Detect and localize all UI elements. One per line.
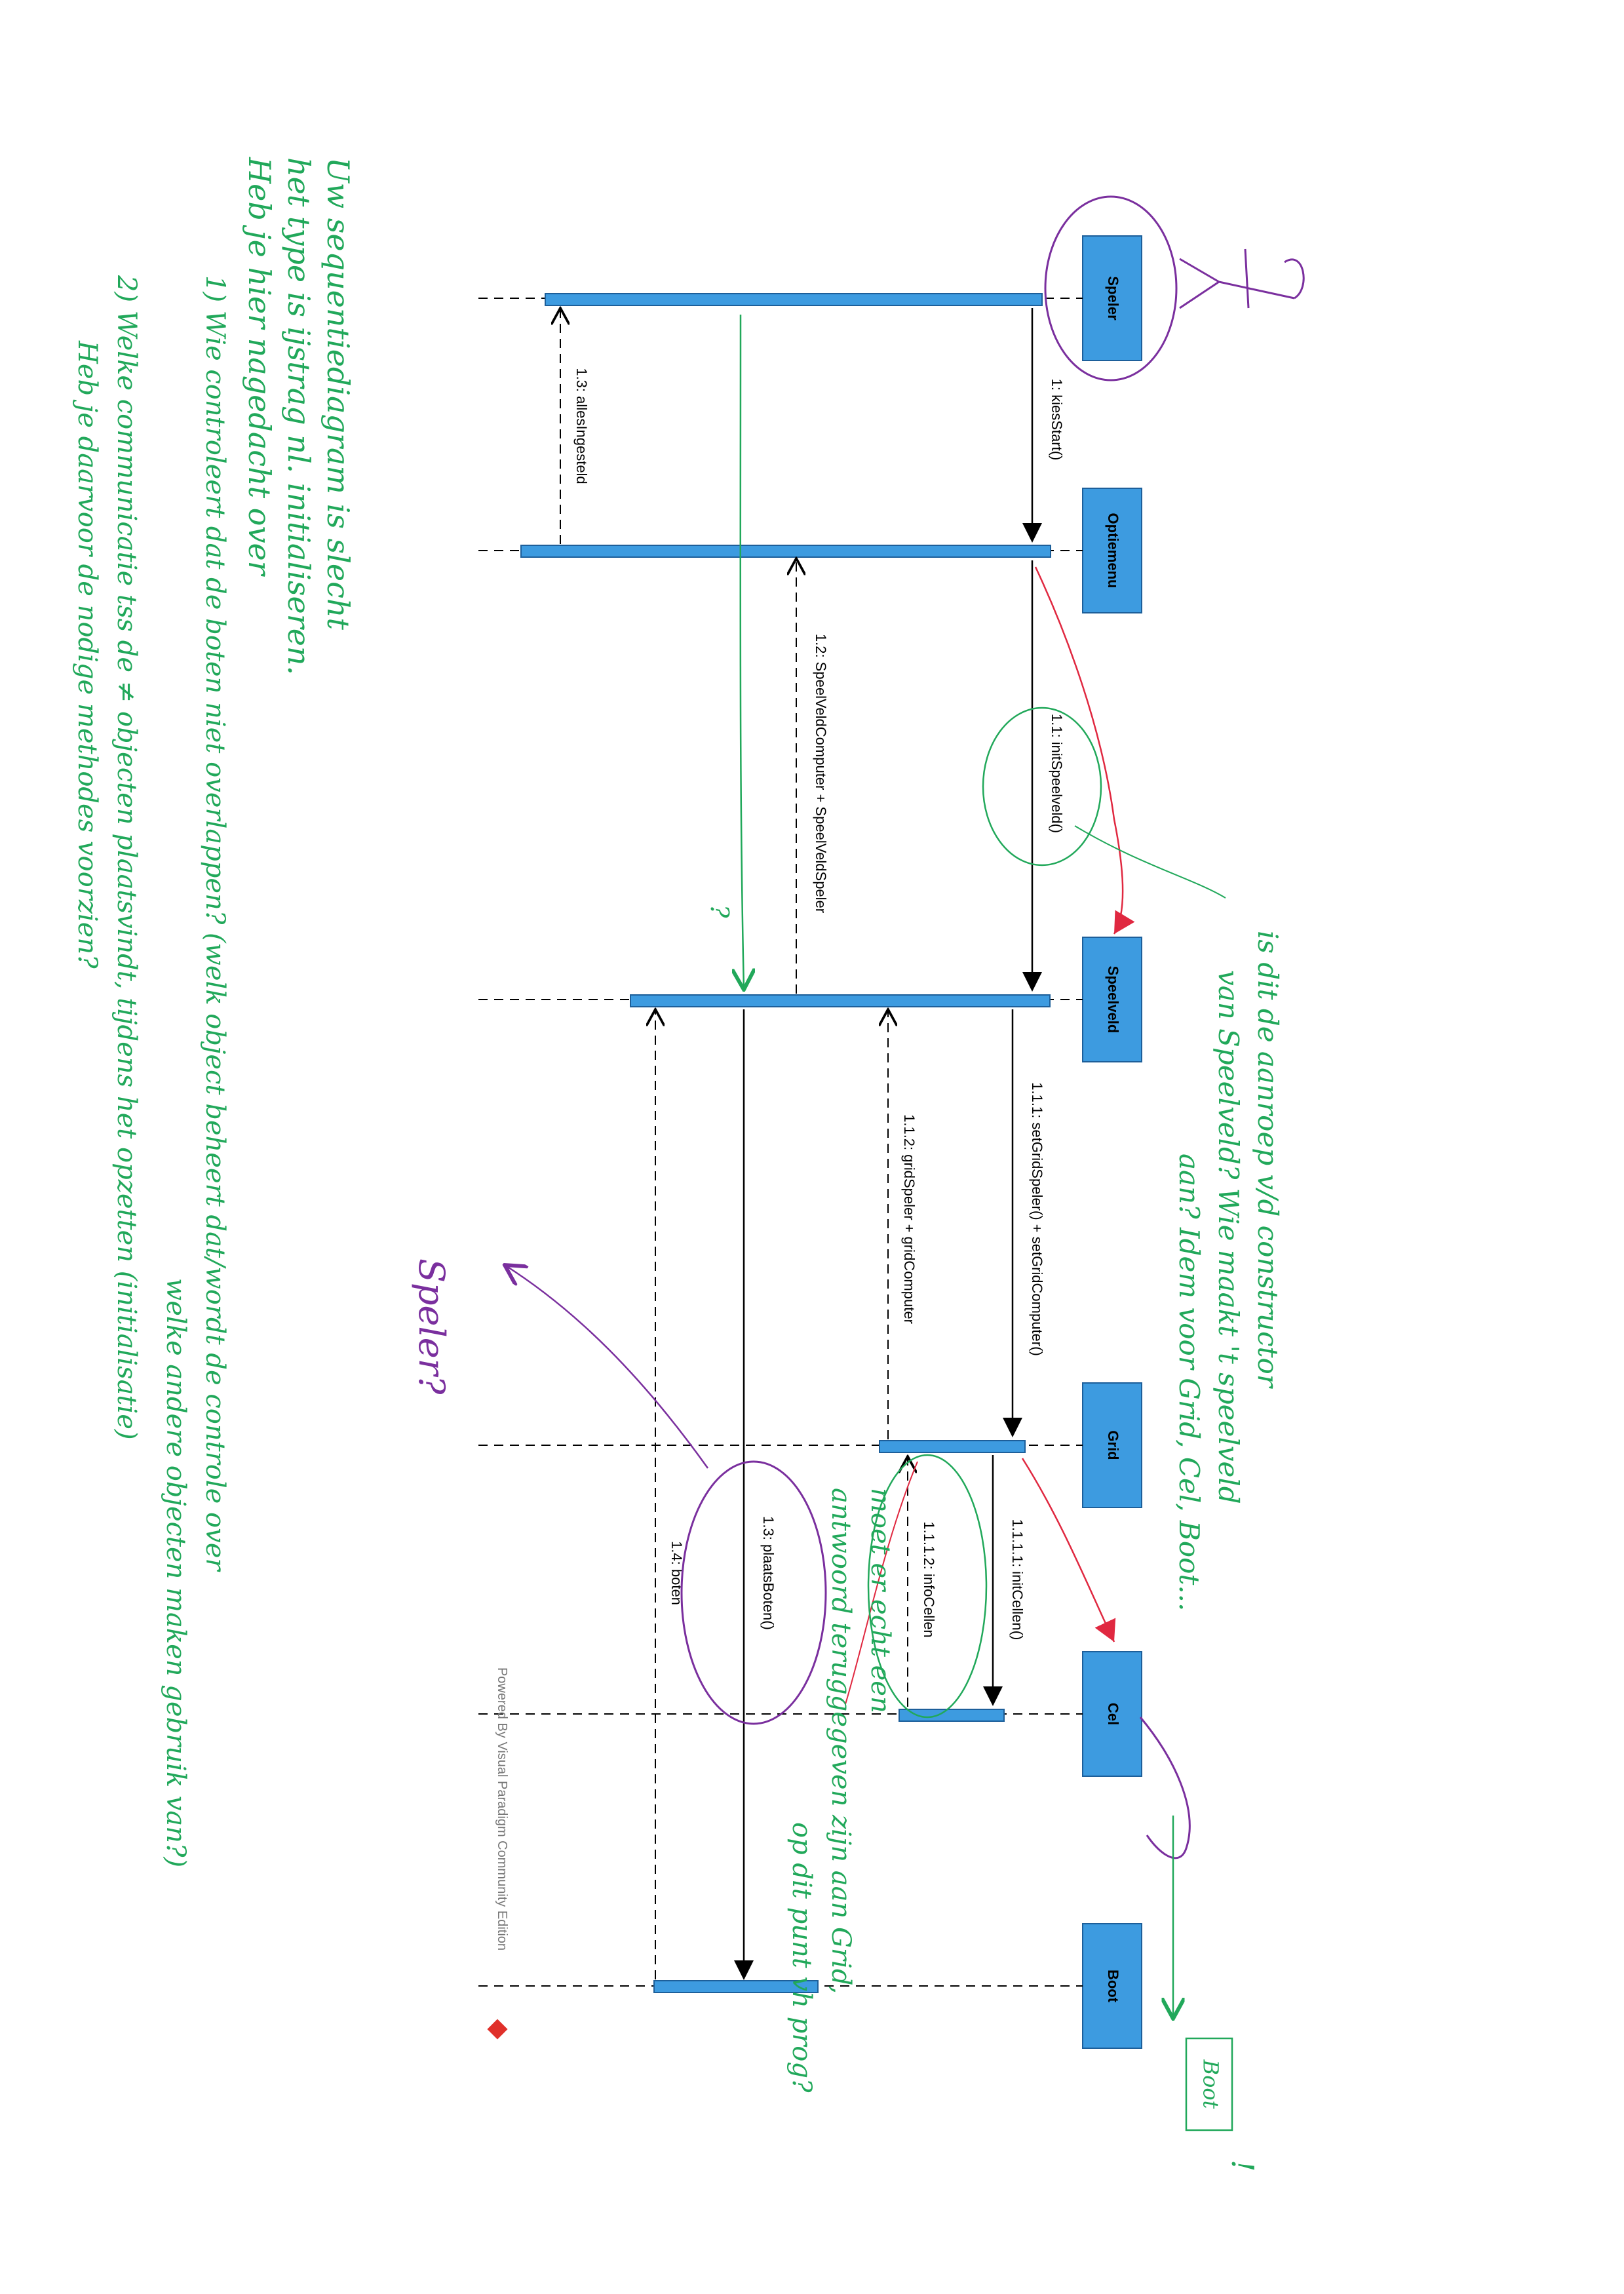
message-label-infocellen: 1.1.1.2: infoCellen	[921, 1521, 937, 1637]
stick-figure-icon	[1179, 248, 1305, 309]
lifeline-label-grid: Grid	[1105, 1430, 1121, 1460]
visual-paradigm-logo-icon	[487, 2019, 508, 2040]
green-line-to-note	[1074, 825, 1226, 899]
question-1-text: 1) Wie controleert dat de boten niet ove…	[200, 275, 230, 1572]
message-label-kiesstart: 1: kiesStart()	[1049, 379, 1065, 461]
lifeline-box-speelveld	[1082, 937, 1142, 1062]
lifeline-box-optiemenu	[1082, 488, 1142, 613]
activation-speler	[545, 293, 1043, 306]
constructor-note-line-1: is dit de aanroep v/d constructor	[1252, 931, 1284, 1390]
activation-optiemenu	[520, 545, 1051, 558]
lifeline-label-optiemenu: Optiemenu	[1105, 513, 1121, 589]
message-label-plaatsboten: 1.3: plaatsBoten()	[760, 1516, 777, 1630]
message-label-setgrid: 1.1.1: setGridSpeler() + setGridComputer…	[1029, 1082, 1045, 1356]
lifeline-box-grid	[1082, 1382, 1142, 1508]
message-label-gridspeler: 1.1.2: gridSpeler + gridComputer	[901, 1114, 918, 1324]
purple-arrow-speler	[505, 1265, 709, 1469]
message-label-allesingesteld: 1.3: allesIngesteld	[573, 368, 590, 484]
question-2-text: 2) Welke communicatie tss de ≠ objecten …	[111, 275, 142, 1440]
footer-watermark: Powered By Visual Paradigm Community Edi…	[495, 1667, 509, 1951]
question-2-continued: Heb je daarvoor de nodige methodes voorz…	[72, 340, 102, 969]
boot-box-annotation	[1185, 2037, 1233, 2131]
activation-speelveld	[630, 994, 1051, 1007]
lifeline-label-cel: Cel	[1105, 1703, 1121, 1725]
handwritten-question-mark: ?	[705, 904, 734, 918]
lifeline-label-speelveld: Speelveld	[1105, 966, 1121, 1034]
lifeline-speler: Speler	[478, 235, 1142, 361]
activation-boot	[653, 1980, 819, 1993]
activation-grid	[879, 1440, 1026, 1453]
purple-circle-plaatsboten	[680, 1460, 827, 1725]
message-label-initcellen: 1.1.1.1: initCellen()	[1009, 1519, 1026, 1641]
grid-note-line-2: antwoord teruggegeven zijn aan Grid,	[826, 1488, 856, 1994]
constructor-note-line-2: van Speelveld? Wie maakt 't speelveld	[1212, 970, 1245, 1504]
constructor-note-line-3: aan? Idem voor Grid, Cel, Boot...	[1173, 1154, 1205, 1611]
red-arrow-grid-cel	[1021, 1458, 1116, 1643]
handwritten-exclamation: !	[1225, 2160, 1260, 2172]
grid-note-line-3: op dit punt vh prog?	[786, 1822, 817, 2093]
purple-circle-speler	[1044, 195, 1178, 381]
main-comment-line-3: Heb je hier nagedacht over	[242, 157, 277, 577]
lifeline-cel: Cel	[478, 1651, 1142, 1777]
green-circle-infocellen	[867, 1454, 988, 1719]
grid-note-line-1: moet er echt een	[865, 1488, 895, 1713]
message-label-speelveldreturn: 1.2: SpeelVeldComputer + SpeelVeldSpeler	[813, 634, 829, 913]
lifeline-label-speler: Speler	[1105, 276, 1121, 321]
main-comment-line-1: Uw sequentiediagram is slecht	[320, 157, 356, 630]
red-curve-infocellen	[845, 1461, 918, 1705]
activation-cel	[899, 1709, 1005, 1722]
lifeline-boot: Boot	[478, 1923, 1142, 2049]
question-1-continued: welke andere objecten maken gebruik van?…	[161, 1278, 191, 1867]
lifeline-box-speler	[1082, 235, 1142, 361]
lifeline-grid: Grid	[478, 1382, 1142, 1508]
lifeline-label-boot: Boot	[1105, 1970, 1121, 2003]
message-label-initspeelveld: 1.1: initSpeelveld()	[1049, 714, 1065, 833]
main-comment-line-2: het type is ijstrag nl. initialiseren.	[281, 157, 317, 675]
green-arrow-speler-speelveld	[741, 314, 744, 990]
red-arrow-optiemenu-speelveld	[1034, 566, 1135, 935]
green-circle-initspeelveld	[982, 707, 1102, 866]
handwritten-speler-question: Speler?	[411, 1258, 452, 1395]
boot-box-annotation-label: Boot	[1199, 2059, 1224, 2109]
purple-curve-cel	[1139, 1717, 1191, 1859]
